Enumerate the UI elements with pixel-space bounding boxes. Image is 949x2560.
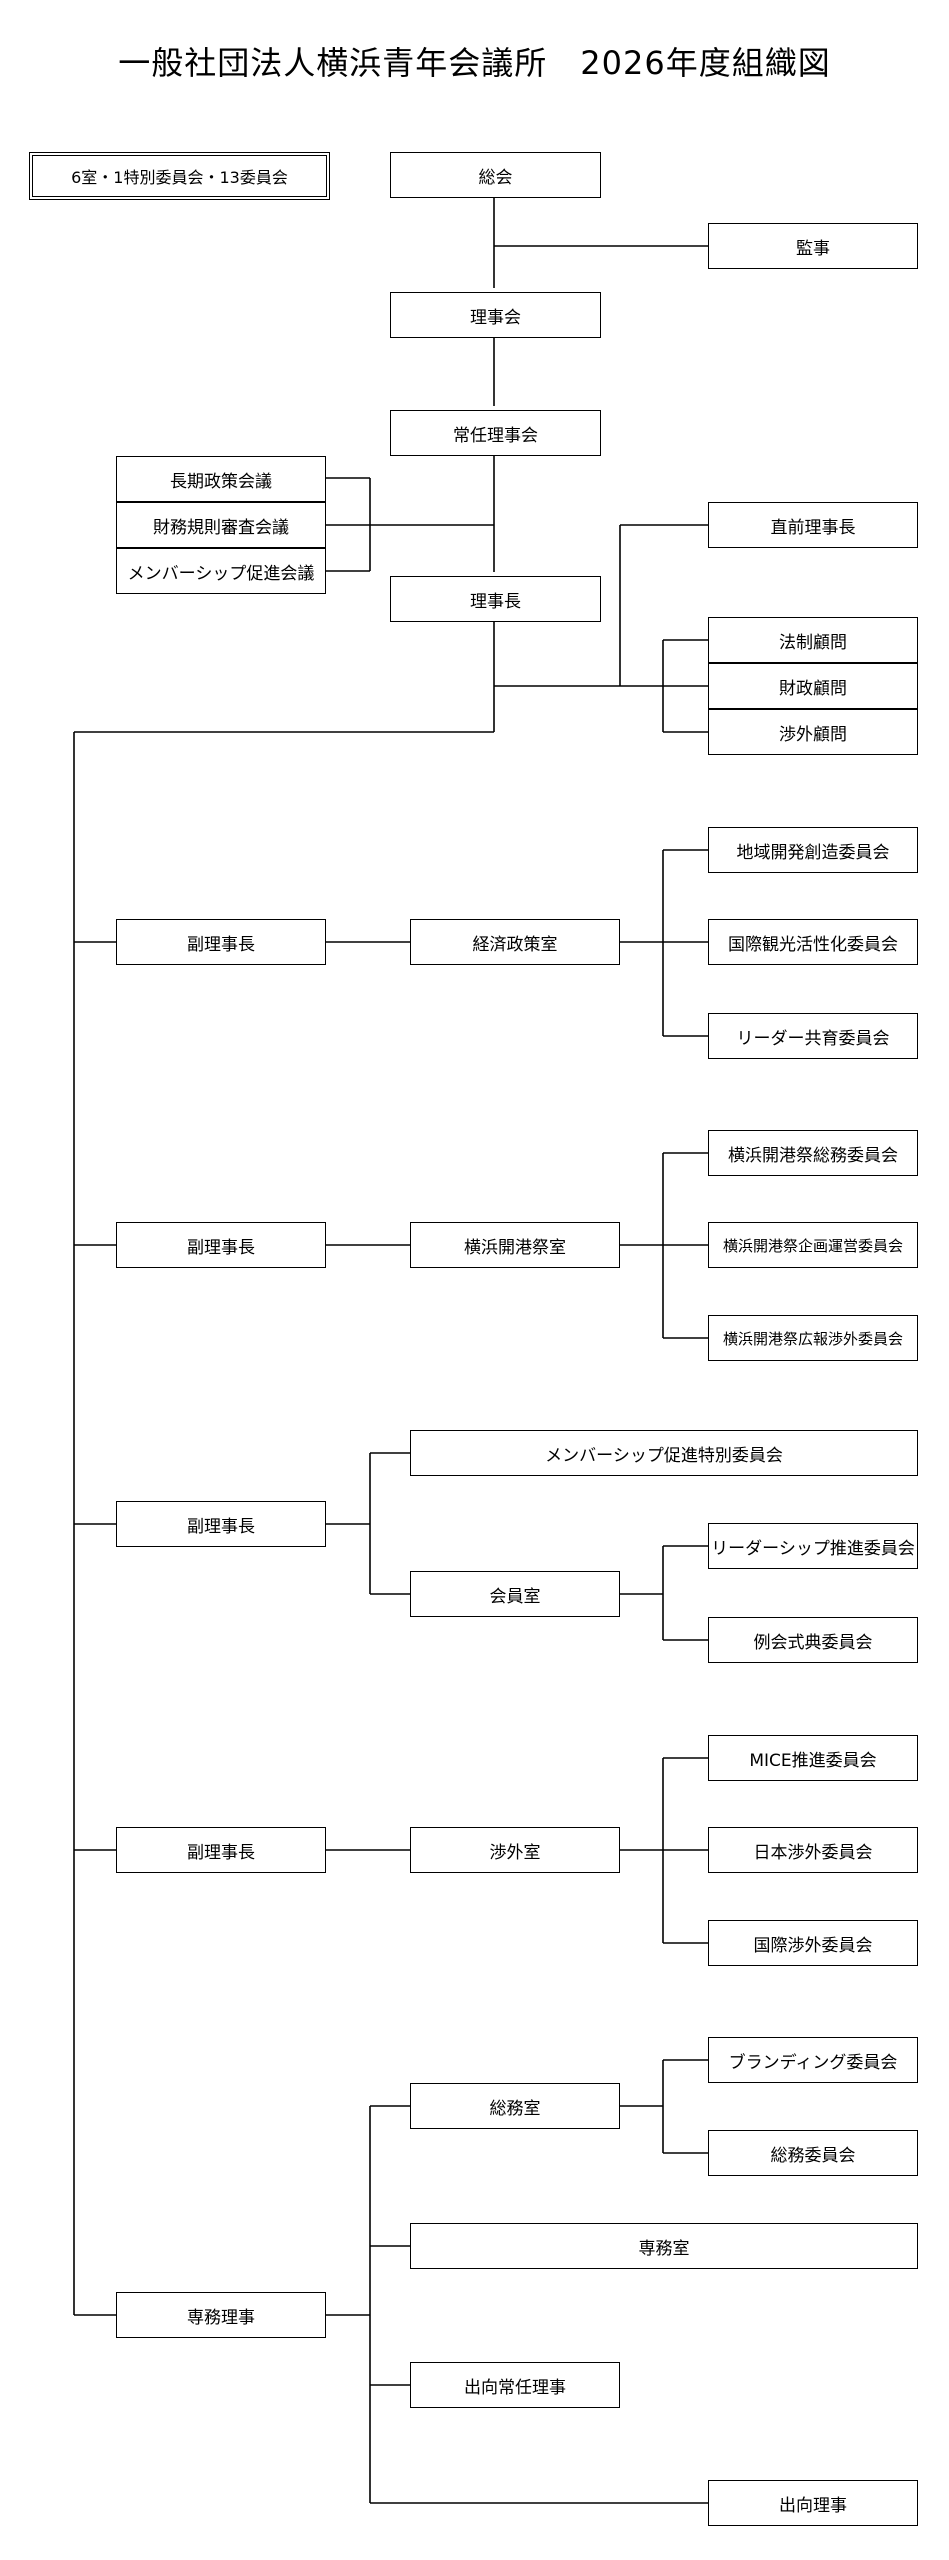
committee-box: MICE推進委員会 xyxy=(708,1735,918,1781)
vice-president-box: 副理事長 xyxy=(116,919,326,965)
general-assembly-box: 総会 xyxy=(390,152,601,198)
board-box: 理事会 xyxy=(390,292,601,338)
external-advisor-box: 渉外顧問 xyxy=(708,709,918,755)
vice-president-box: 副理事長 xyxy=(116,1827,326,1873)
external-affairs-office-box: 渉外室 xyxy=(410,1827,620,1873)
president-box: 理事長 xyxy=(390,576,601,622)
legal-advisor-box: 法制顧問 xyxy=(708,617,918,663)
special-committee-box: メンバーシップ促進特別委員会 xyxy=(410,1430,918,1476)
committee-box: 例会式典委員会 xyxy=(708,1617,918,1663)
committee-box: ブランディング委員会 xyxy=(708,2037,918,2083)
long-term-policy-meeting-box: 長期政策会議 xyxy=(116,456,326,502)
committee-box: 横浜開港祭広報渉外委員会 xyxy=(708,1315,918,1361)
general-affairs-office-box: 総務室 xyxy=(410,2083,620,2129)
executive-director-box: 専務理事 xyxy=(116,2292,326,2338)
committee-box: リーダー共育委員会 xyxy=(708,1013,918,1059)
committee-box: 国際観光活性化委員会 xyxy=(708,919,918,965)
port-festival-office-box: 横浜開港祭室 xyxy=(410,1222,620,1268)
committee-box: 国際渉外委員会 xyxy=(708,1920,918,1966)
committee-box: 横浜開港祭総務委員会 xyxy=(708,1130,918,1176)
committee-box: 日本渉外委員会 xyxy=(708,1827,918,1873)
vice-president-box: 副理事長 xyxy=(116,1501,326,1547)
economic-policy-office-box: 経済政策室 xyxy=(410,919,620,965)
page-title: 一般社団法人横浜青年会議所 2026年度組織図 xyxy=(118,44,831,82)
organization-summary: 6室・1特別委員会・13委員会 xyxy=(29,152,330,200)
membership-office-box: 会員室 xyxy=(410,1571,620,1617)
seconded-standing-director-box: 出向常任理事 xyxy=(410,2362,620,2408)
committee-box: リーダーシップ推進委員会 xyxy=(708,1523,918,1569)
vice-president-box: 副理事長 xyxy=(116,1222,326,1268)
membership-promotion-meeting-box: メンバーシップ促進会議 xyxy=(116,548,326,594)
auditor-box: 監事 xyxy=(708,223,918,269)
standing-board-box: 常任理事会 xyxy=(390,410,601,456)
committee-box: 地域開発創造委員会 xyxy=(708,827,918,873)
finance-rules-meeting-box: 財務規則審査会議 xyxy=(116,502,326,548)
seconded-director-box: 出向理事 xyxy=(708,2480,918,2526)
executive-office-box: 専務室 xyxy=(410,2223,918,2269)
committee-box: 総務委員会 xyxy=(708,2130,918,2176)
committee-box: 横浜開港祭企画運営委員会 xyxy=(708,1222,918,1268)
finance-advisor-box: 財政顧問 xyxy=(708,663,918,709)
immediate-past-president-box: 直前理事長 xyxy=(708,502,918,548)
